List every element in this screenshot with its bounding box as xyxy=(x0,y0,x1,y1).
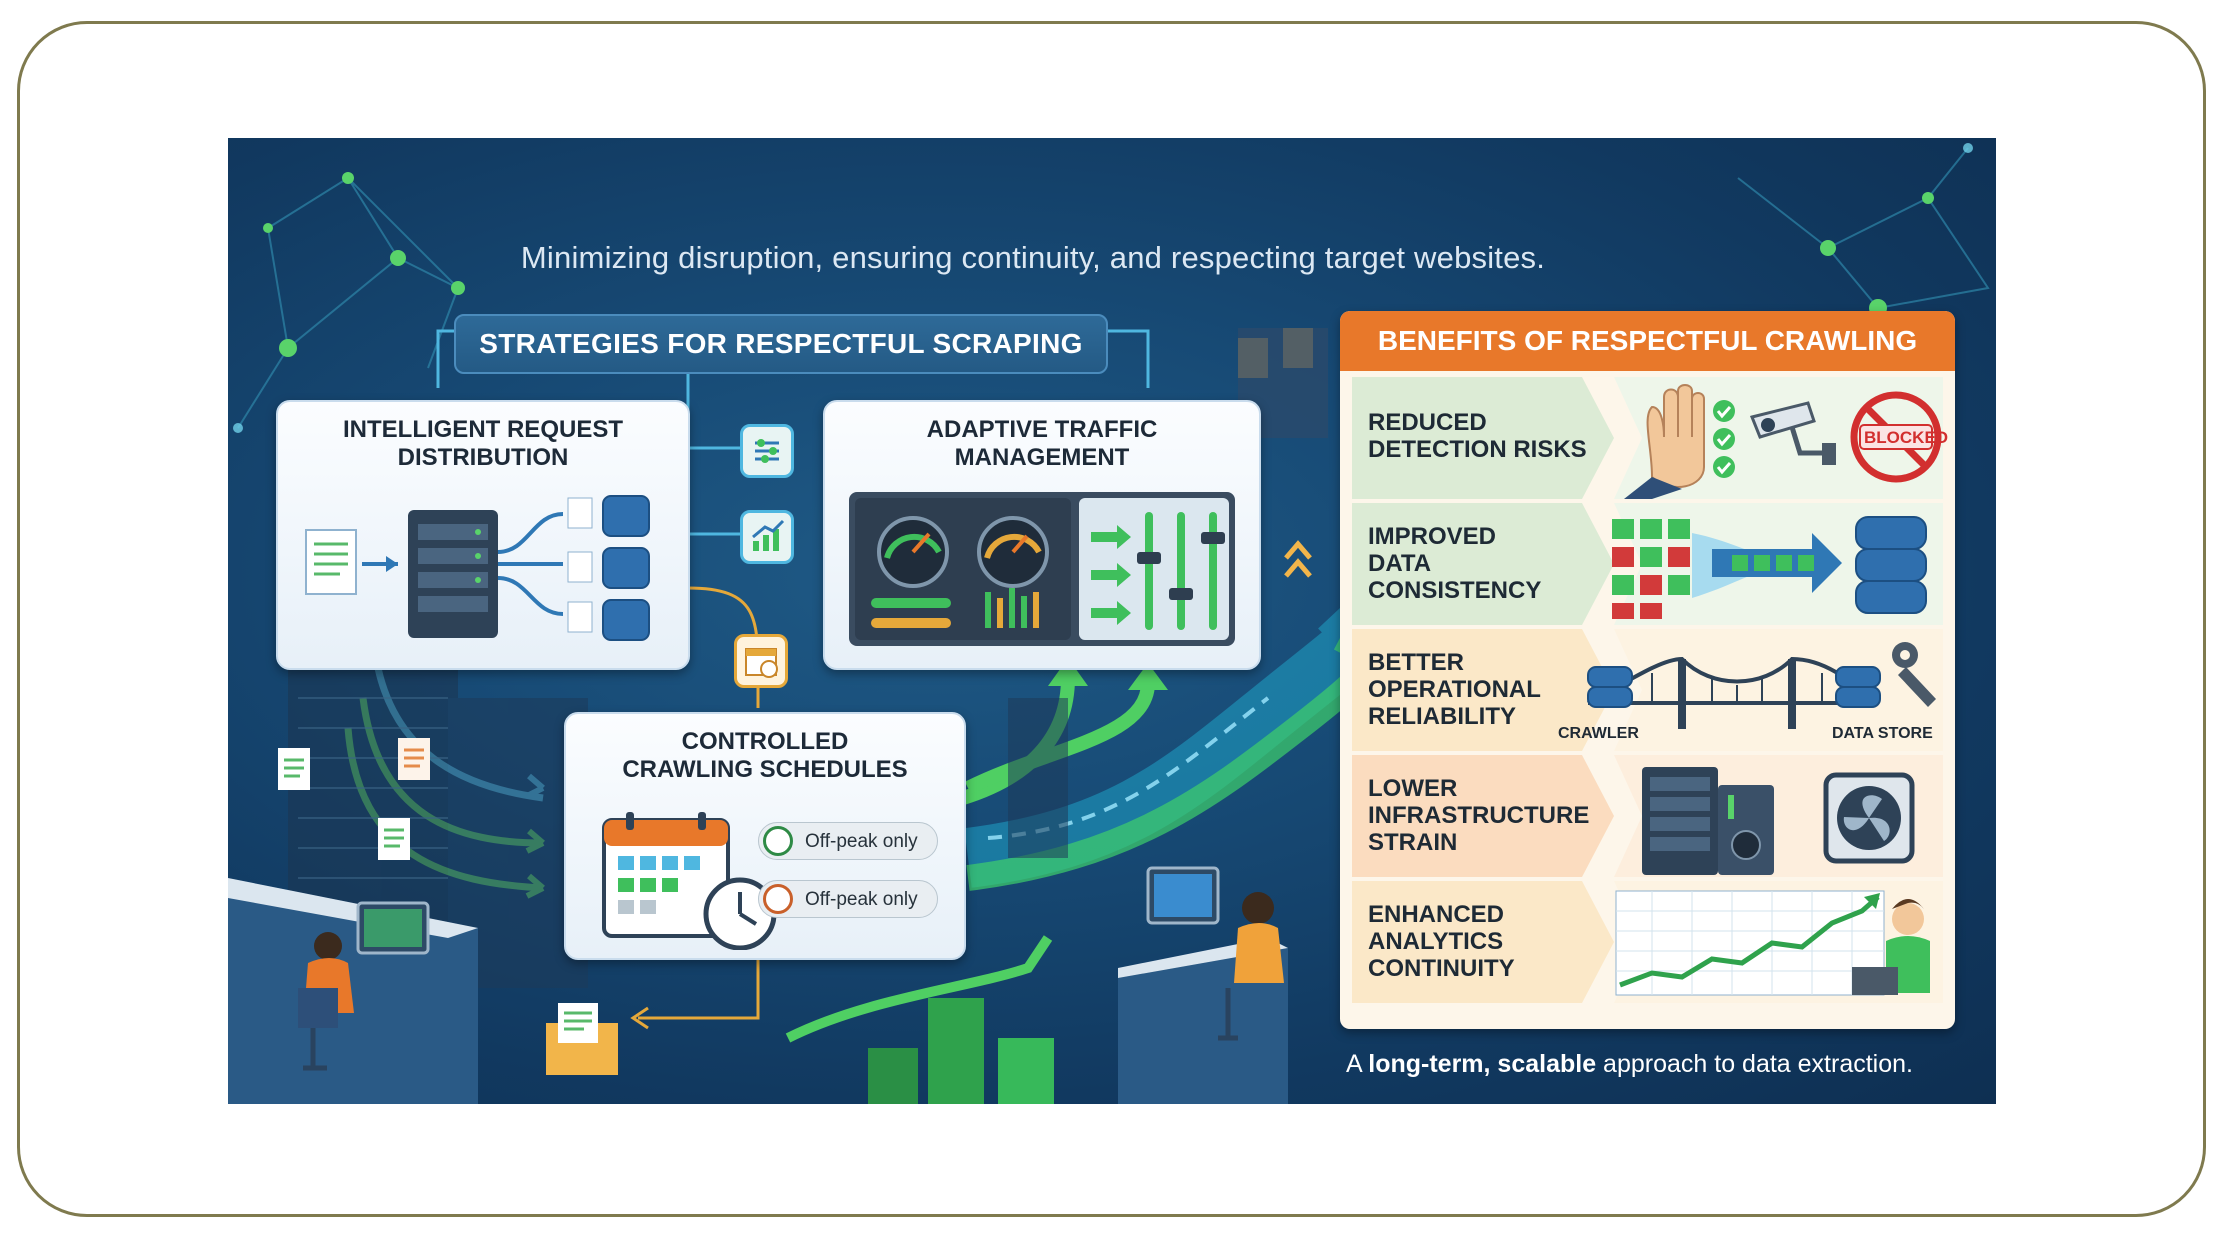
settings-sliders-icon xyxy=(740,424,794,478)
database-icon xyxy=(602,495,650,641)
schedule-pill: Off-peak only xyxy=(758,880,938,918)
arrow-right-icon xyxy=(1091,525,1131,625)
database-icon xyxy=(1855,516,1927,614)
chart-trend-icon xyxy=(740,510,794,564)
caption-emphasis: long-term, scalable xyxy=(1368,1050,1597,1078)
caption: A long-term, scalable approach to data e… xyxy=(1346,1050,1913,1079)
calendar-icon xyxy=(602,812,777,950)
benefits-heading: BENEFITS OF RESPECTFUL CRAWLING xyxy=(1340,311,1955,371)
operator-at-desk-icon xyxy=(228,878,478,1104)
benefit-row-improved-consistency: IMPROVED DATA CONSISTENCY xyxy=(1352,503,1943,625)
clock-green-icon xyxy=(763,826,793,856)
folder-icon xyxy=(546,1003,618,1075)
gear-wrench-icon xyxy=(1892,642,1936,707)
document-icon xyxy=(305,529,357,595)
benefit-label: LOWER INFRASTRUCTURE STRAIN xyxy=(1368,775,1590,856)
data-blocks-grid-icon xyxy=(1612,519,1690,619)
bridge-icon xyxy=(1587,656,1874,729)
hand-stop-icon xyxy=(1624,384,1705,499)
subtitle: Minimizing disruption, ensuring continui… xyxy=(520,240,1546,275)
blocked-sign-icon xyxy=(1850,391,1942,483)
calendar-clock-icon xyxy=(734,634,788,688)
schedule-pill-label: Off-peak only xyxy=(805,831,918,852)
intelligent-request-distribution-card: INTELLIGENT REQUEST DISTRIBUTION xyxy=(276,400,690,670)
card-title: CONTROLLED CRAWLING SCHEDULES xyxy=(622,728,908,783)
schedule-pill-label: Off-peak only xyxy=(805,889,918,910)
request-distribution-illustration xyxy=(305,495,650,641)
adaptive-traffic-management-card: ADAPTIVE TRAFFIC MANAGEMENT xyxy=(823,400,1261,670)
server-rack-icon xyxy=(1642,767,1774,875)
benefit-row-infrastructure-strain: LOWER INFRASTRUCTURE STRAIN xyxy=(1352,755,1943,877)
controlled-crawling-schedules-card: CONTROLLED CRAWLING SCHEDULES Off-peak o… xyxy=(564,712,966,960)
data-store-tag: DATA STORE xyxy=(1832,725,1933,742)
benefit-label: ENHANCED ANALYTICS CONTINUITY xyxy=(1368,901,1515,982)
traffic-control-panel-illustration xyxy=(849,492,1235,646)
slider-controls-icon xyxy=(1137,512,1225,630)
schedule-pill: Off-peak only xyxy=(758,822,938,860)
benefit-label: IMPROVED DATA CONSISTENCY xyxy=(1368,523,1542,604)
level-bars-icon xyxy=(985,588,1039,628)
clock-orange-icon xyxy=(763,884,793,914)
crawler-tag: CRAWLER xyxy=(1558,725,1639,742)
gauge-icon xyxy=(877,516,1049,588)
caption-prefix: A xyxy=(1346,1050,1369,1078)
checkmark-icon xyxy=(1713,400,1735,478)
strategies-heading: STRATEGIES FOR RESPECTFUL SCRAPING xyxy=(454,314,1108,374)
line-chart-icon xyxy=(1615,890,1885,996)
benefit-row-operational-reliability: BETTER OPERATIONAL RELIABILITY CRAWLER D… xyxy=(1352,629,1943,751)
growth-bars-icon xyxy=(868,998,1054,1104)
caption-suffix: approach to data extraction. xyxy=(1596,1050,1913,1078)
analyst-at-workstation-icon xyxy=(1118,866,1288,1104)
cooling-fan-icon xyxy=(1823,772,1915,864)
analyst-person-icon xyxy=(1852,899,1930,995)
database-icon xyxy=(1587,666,1881,708)
card-title: INTELLIGENT REQUEST DISTRIBUTION xyxy=(342,416,623,471)
benefit-row-analytics-continuity: ENHANCED ANALYTICS CONTINUITY xyxy=(1352,881,1943,1003)
benefit-row-reduced-detection: REDUCED DETECTION RISKS BLOCKED xyxy=(1352,377,1948,499)
server-icon xyxy=(408,510,498,638)
benefits-panel: BENEFITS OF RESPECTFUL CRAWLING xyxy=(1340,311,1955,1029)
card-title: ADAPTIVE TRAFFIC MANAGEMENT xyxy=(926,416,1158,471)
benefit-label: REDUCED DETECTION RISKS xyxy=(1368,409,1587,463)
benefit-label: BETTER OPERATIONAL RELIABILITY xyxy=(1368,649,1541,730)
blocked-sign-text: BLOCKED xyxy=(1864,428,1949,447)
infographic: Minimizing disruption, ensuring continui… xyxy=(228,138,1996,1104)
security-camera-icon xyxy=(1749,401,1836,465)
document-icon xyxy=(567,497,593,633)
